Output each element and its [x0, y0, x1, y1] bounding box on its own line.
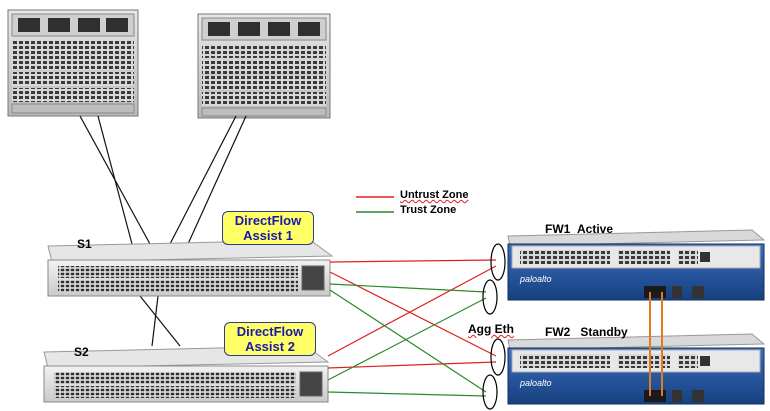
switch-s2-label: S2 [74, 345, 89, 359]
agg-eth-label: Agg Eth [468, 322, 514, 336]
fw2-label: FW2 Standby [545, 325, 628, 339]
callout-1-line2: Assist 1 [243, 228, 293, 243]
callout-1-line1: DirectFlow [234, 213, 302, 228]
fw1-role: Active [577, 222, 614, 236]
uplink-cables [79, 115, 247, 347]
switch-s1-label: S1 [77, 237, 92, 251]
spine-chassis-1 [7, 9, 139, 117]
fw2-name: FW2 [545, 325, 571, 339]
untrust-links [327, 259, 497, 369]
agg-eth-text: Agg Eth [468, 322, 514, 336]
fw2-role: Standby [580, 325, 628, 339]
spine-chassis-2 [197, 13, 331, 119]
fw2-brand-logo: paloalto [519, 378, 552, 388]
legend-trust-label: Trust Zone [400, 204, 457, 216]
firewall-fw2: paloalto [507, 333, 766, 405]
fw1-label: FW1 Active [545, 222, 613, 236]
fw1-name: FW1 [545, 222, 571, 236]
firewall-fw1: paloalto [507, 229, 766, 301]
agg-ellipses [482, 243, 506, 410]
fw1-brand-logo: paloalto [519, 274, 552, 284]
trust-links [327, 283, 487, 397]
legend-untrust-text: Untrust Zone [400, 189, 469, 201]
ha-links [649, 292, 663, 396]
callout-2-line2: Assist 2 [245, 339, 295, 354]
callout-2-line1: DirectFlow [236, 324, 304, 339]
legend-untrust-label: Untrust Zone [400, 189, 468, 201]
callout-directflow-2: DirectFlow Assist 2 [224, 322, 316, 356]
switch-s1 [47, 239, 334, 297]
callout-directflow-1: DirectFlow Assist 1 [222, 211, 314, 245]
